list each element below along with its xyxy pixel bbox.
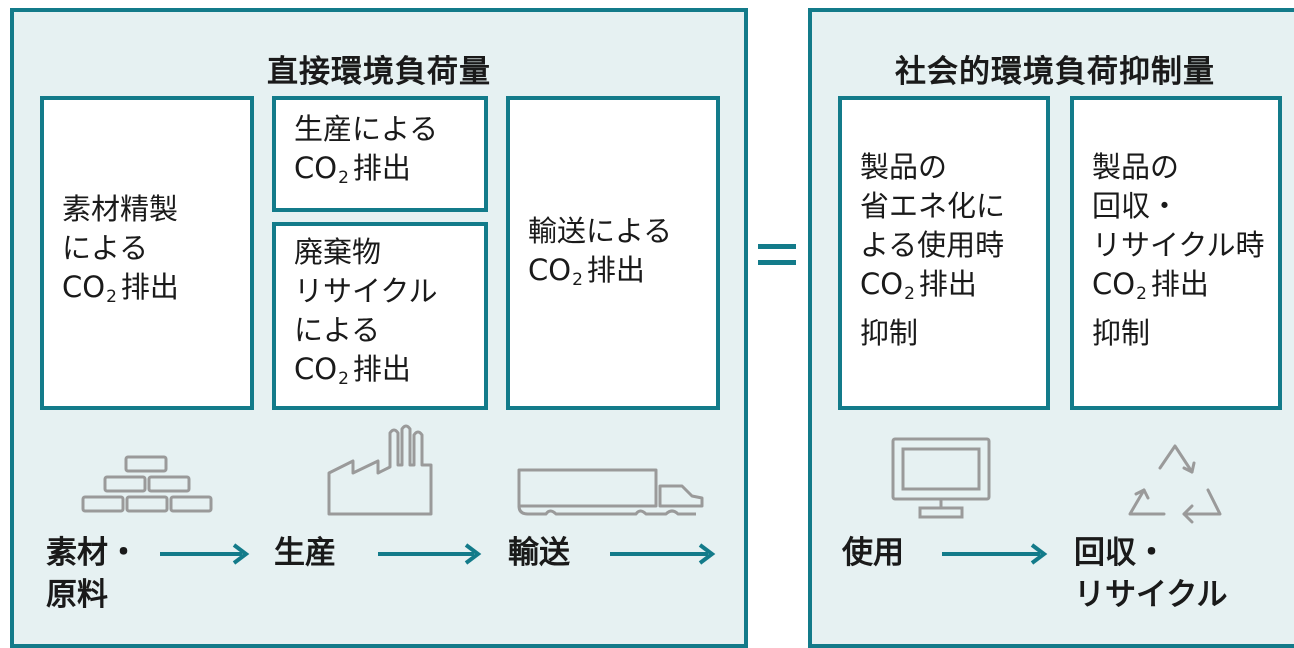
stage-label: 使用 [842, 535, 904, 571]
co2-text: CO [294, 352, 338, 386]
co2-subscript: 2 [338, 369, 349, 389]
box-text: 排出 [1150, 267, 1209, 301]
equals-bar [758, 260, 796, 265]
co2-subscript: 2 [338, 168, 349, 188]
box-text: による [62, 230, 149, 265]
box-text: 排出 [120, 269, 179, 304]
equals-bar [758, 244, 796, 249]
box-text: リサイクル [294, 274, 438, 308]
arrow-right-icon [378, 543, 482, 565]
stage-label: 生産 [274, 535, 336, 571]
equals-sign [758, 236, 798, 276]
arrow-right-icon [160, 543, 250, 565]
stage-production: 生産 [274, 532, 336, 574]
box-text: よる使用時 [860, 228, 1005, 262]
box-text: 製品の [1092, 150, 1180, 184]
stage-recycle: 回収・ リサイクル [1074, 532, 1227, 616]
box-text: 排出 [586, 253, 645, 287]
box-text: 素材精製 [62, 191, 179, 226]
box-text: 省エネ化に [860, 189, 1006, 223]
monitor-icon [891, 437, 991, 519]
box-text: 生産による [294, 112, 439, 146]
box-text: 製品の [860, 150, 948, 184]
stage-label: 輸送 [508, 535, 570, 571]
co2-subscript: 2 [1136, 284, 1147, 304]
box-text: 廃棄物 [294, 235, 382, 269]
box-text: 輸送による [528, 214, 673, 248]
stage-label: 原料 [46, 577, 108, 613]
co2-text: CO [528, 253, 572, 287]
box-text: 抑制 [860, 316, 919, 350]
truck-icon [517, 468, 704, 516]
co2-subscript: 2 [572, 270, 583, 290]
stage-label: リサイクル [1074, 577, 1228, 613]
co2-subscript: 2 [106, 286, 117, 307]
box-text: 抑制 [1092, 316, 1151, 350]
stage-label: 回収・ [1074, 535, 1167, 571]
arrow-right-icon [610, 543, 716, 565]
co2-subscript: 2 [904, 284, 915, 304]
box-text: 排出 [352, 352, 411, 386]
co2-text: CO [1092, 267, 1136, 301]
stage-usage: 使用 [842, 532, 904, 574]
co2-text: CO [860, 267, 904, 301]
co2-text: CO [294, 151, 338, 185]
box-text: 排出 [352, 151, 411, 185]
box-text: による [294, 313, 381, 347]
co2-text: CO [62, 269, 106, 304]
panel-title-direct: 直接環境負荷量 [267, 54, 491, 90]
box-text: 回収・ [1092, 189, 1180, 223]
arrow-right-icon [942, 543, 1048, 565]
bricks-icon [81, 455, 213, 513]
stage-transport: 輸送 [508, 532, 570, 574]
panel-title-social: 社会的環境負荷抑制量 [895, 54, 1215, 90]
recycle-icon [1128, 444, 1222, 524]
box-text: リサイクル時 [1092, 228, 1265, 262]
factory-icon [327, 424, 433, 516]
stage-label: 素材・ [46, 535, 139, 571]
box-text: 排出 [918, 267, 977, 301]
stage-materials: 素材・ 原料 [46, 532, 139, 616]
